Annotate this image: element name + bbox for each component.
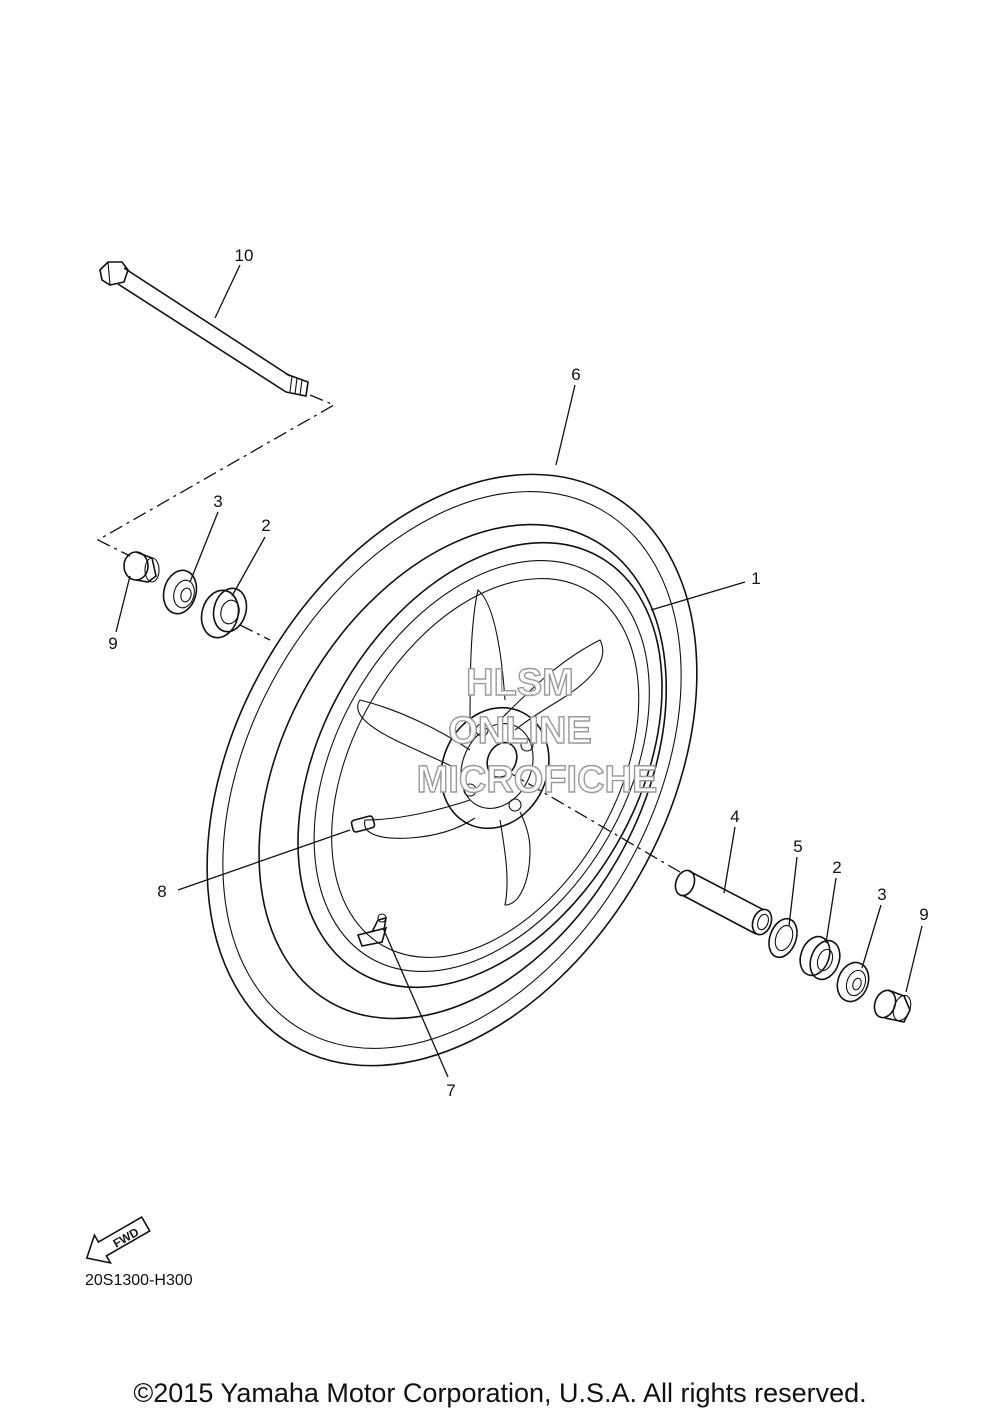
callout-2-left: 2 bbox=[261, 516, 270, 535]
bearing-right bbox=[799, 935, 841, 981]
spacer-left bbox=[123, 551, 160, 583]
leader-8 bbox=[177, 829, 351, 891]
callout-3-left: 3 bbox=[213, 492, 222, 511]
collar-left bbox=[162, 569, 198, 615]
leader-3-right bbox=[861, 904, 882, 969]
callout-6: 6 bbox=[571, 365, 580, 384]
callout-8: 8 bbox=[157, 882, 166, 901]
watermark-line-2: ONLINE bbox=[448, 710, 592, 752]
front-axle-bolt bbox=[99, 261, 309, 397]
leader-9-right bbox=[905, 925, 923, 993]
oil-seal bbox=[768, 917, 798, 959]
axle-centerline-left bbox=[96, 394, 336, 557]
leader-9-left bbox=[115, 575, 131, 633]
leader-6 bbox=[555, 384, 576, 466]
callout-2-right: 2 bbox=[832, 858, 841, 877]
fwd-arrow-icon: FWD bbox=[85, 1215, 151, 1264]
callout-4: 4 bbox=[730, 807, 739, 826]
axle-centerline-right bbox=[504, 769, 681, 873]
watermark-line-1: HLSM bbox=[466, 662, 574, 704]
diagram-reference-code: 20S1300-H300 bbox=[85, 1272, 193, 1289]
leader-1 bbox=[650, 581, 746, 611]
balance-weight bbox=[350, 815, 376, 833]
leader-3-left bbox=[189, 511, 219, 583]
watermark-line-3: MICROFICHE bbox=[417, 759, 658, 801]
spacer-right bbox=[873, 989, 912, 1023]
watermark: HLSM ONLINE MICROFICHE bbox=[416, 661, 658, 801]
valve-stem bbox=[356, 913, 388, 947]
leader-2-left bbox=[231, 536, 266, 597]
leader-10 bbox=[214, 264, 241, 319]
callout-9-left: 9 bbox=[108, 634, 117, 653]
sleeve bbox=[674, 869, 773, 936]
tire bbox=[206, 473, 698, 1067]
axle-centerline-bearing bbox=[239, 624, 271, 641]
callout-9-right: 9 bbox=[919, 905, 928, 924]
leader-4 bbox=[723, 826, 736, 894]
callout-10: 10 bbox=[235, 246, 254, 265]
leader-7 bbox=[382, 927, 449, 1078]
callout-1: 1 bbox=[751, 569, 760, 588]
collar-right bbox=[836, 961, 870, 1003]
leader-2-right bbox=[825, 877, 837, 944]
callout-3-right: 3 bbox=[877, 885, 886, 904]
callout-5: 5 bbox=[793, 837, 802, 856]
bearing-left bbox=[200, 587, 248, 639]
leader-5 bbox=[788, 856, 798, 927]
fwd-label: FWD bbox=[111, 1225, 142, 1251]
cast-wheel bbox=[297, 541, 663, 989]
copyright-notice: ©2015 Yamaha Motor Corporation, U.S.A. A… bbox=[133, 1378, 867, 1408]
callout-7: 7 bbox=[446, 1081, 455, 1100]
